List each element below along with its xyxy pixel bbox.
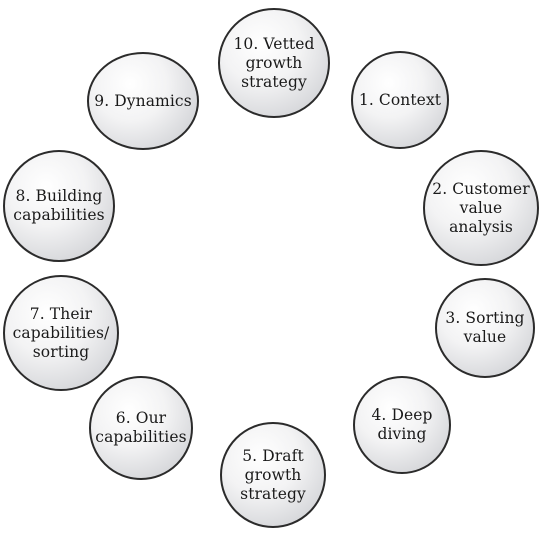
step-3-sorting-value-node: 3. Sorting value xyxy=(435,278,535,378)
step-1-label: 1. Context xyxy=(358,90,442,109)
step-6-label: 6. Our capabilities xyxy=(95,409,187,446)
step-9-dynamics-node: 9. Dynamics xyxy=(87,52,199,150)
step-6-our-capabilities-node: 6. Our capabilities xyxy=(89,376,193,480)
step-3-label: 3. Sorting value xyxy=(445,309,525,346)
step-7-their-capabilities-sorting-node: 7. Their capabilities/ sorting xyxy=(3,275,119,391)
step-1-context-node: 1. Context xyxy=(351,51,449,149)
step-4-deep-diving-node: 4. Deep diving xyxy=(353,376,451,474)
step-4-label: 4. Deep diving xyxy=(371,406,433,443)
step-5-draft-growth-strategy-node: 5. Draft growth strategy xyxy=(220,422,326,528)
step-2-label: 2. Customer value analysis xyxy=(432,179,530,236)
step-10-vetted-growth-strategy-node: 10. Vetted growth strategy xyxy=(218,8,330,118)
step-8-building-capabilities-node: 8. Building capabilities xyxy=(3,150,115,262)
step-8-label: 8. Building capabilities xyxy=(13,187,105,224)
step-2-customer-value-analysis-node: 2. Customer value analysis xyxy=(423,150,539,266)
step-5-label: 5. Draft growth strategy xyxy=(240,446,306,503)
step-9-label: 9. Dynamics xyxy=(94,91,192,110)
step-10-label: 10. Vetted growth strategy xyxy=(233,34,315,91)
step-7-label: 7. Their capabilities/ sorting xyxy=(12,304,110,361)
